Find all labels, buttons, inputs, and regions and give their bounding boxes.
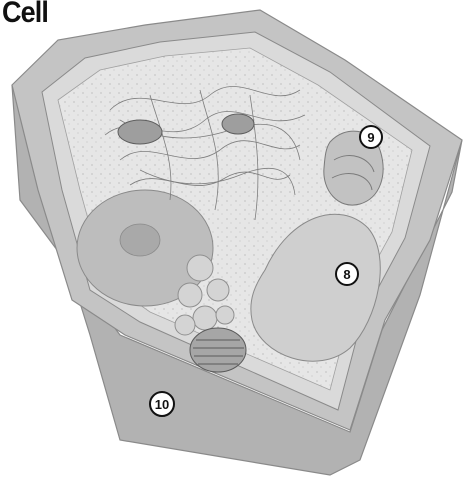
plastid — [190, 328, 246, 372]
nucleolus — [120, 224, 160, 256]
svg-text:8: 8 — [343, 267, 350, 282]
label-marker-9: 9 — [360, 126, 382, 148]
svg-text:9: 9 — [367, 130, 374, 145]
label-marker-10: 10 — [150, 392, 174, 416]
label-marker-8: 8 — [336, 263, 358, 285]
svg-text:10: 10 — [155, 397, 169, 412]
